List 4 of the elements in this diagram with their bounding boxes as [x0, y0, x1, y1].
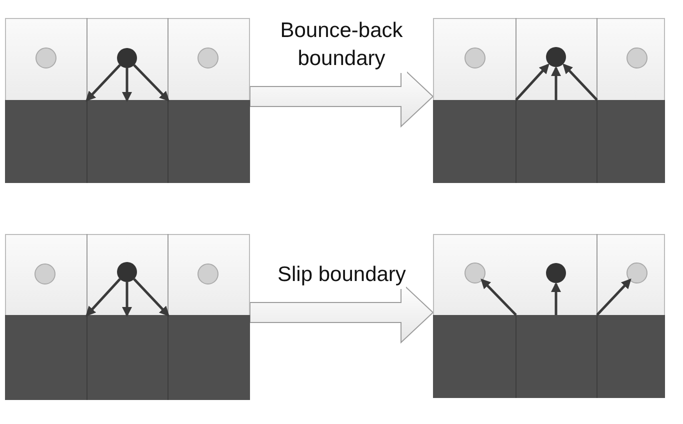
lattice-panel [433, 18, 665, 183]
lattice-panel [433, 234, 665, 398]
lattice-panel [5, 234, 250, 400]
lattice-panel [5, 18, 250, 183]
